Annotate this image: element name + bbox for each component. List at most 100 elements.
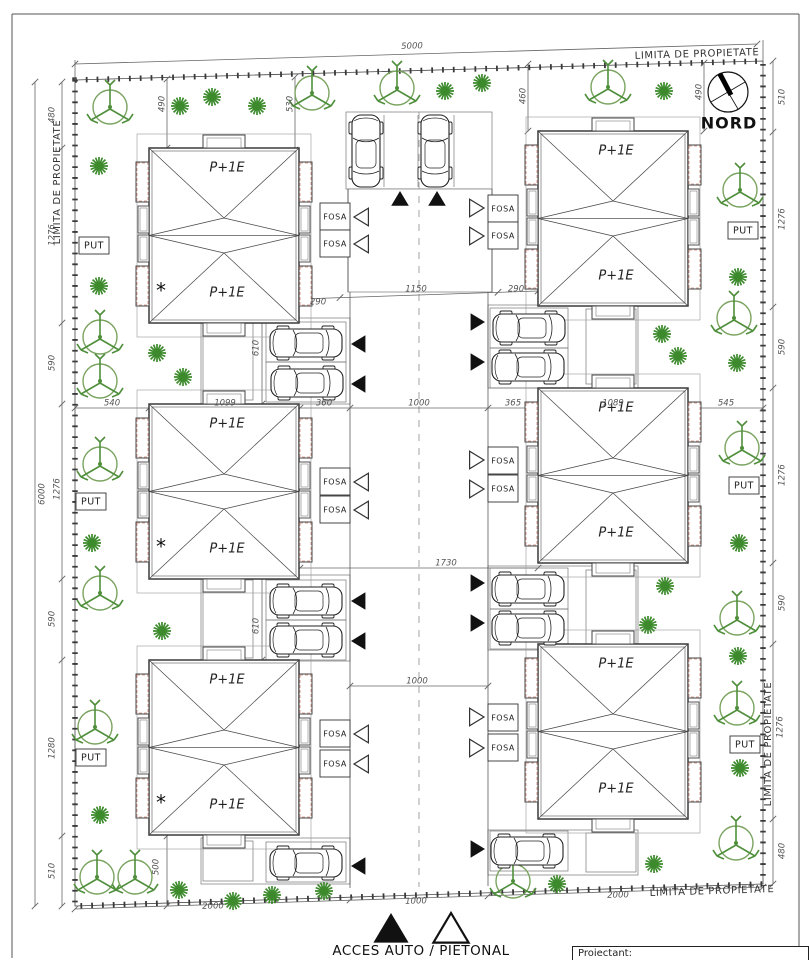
building-label: P+1E	[209, 673, 245, 688]
put-label: PUT	[733, 226, 753, 237]
put-box: PUT	[75, 748, 107, 767]
bay-window	[524, 144, 539, 186]
car-icon	[490, 833, 564, 869]
tree-icon	[288, 65, 336, 111]
bay-window	[687, 761, 702, 803]
bush-icon	[472, 73, 492, 93]
property-limit-label: LIMITA DE PROPIETATE	[650, 884, 775, 899]
dimension-label: 530	[286, 96, 296, 112]
dimension-label: 500	[152, 859, 162, 875]
fosa-label: FOSA	[491, 232, 515, 241]
bay-window	[137, 461, 150, 490]
flow-arrow-open	[352, 754, 369, 774]
north-label: NORD	[701, 114, 758, 133]
bush-icon	[170, 96, 190, 116]
car-icon	[269, 845, 343, 881]
bay-window	[137, 717, 150, 746]
dimension-label: 610	[252, 340, 262, 356]
building-label: P+1E	[209, 542, 245, 557]
fosa-box: FOSA	[319, 229, 369, 258]
bay-window	[135, 417, 150, 459]
car-icon	[269, 325, 343, 361]
flow-arrow-open	[352, 234, 369, 254]
direction-arrow-filled	[351, 592, 366, 610]
dimension-label: 590	[778, 595, 788, 611]
fosa-box: FOSA	[319, 749, 369, 778]
north-compass	[707, 71, 749, 113]
bay-window	[135, 521, 150, 563]
bay-window	[687, 401, 702, 443]
bush-icon	[655, 576, 675, 596]
asterisk-mark: *	[156, 535, 166, 559]
dimension-label: 1730	[435, 559, 457, 569]
building-pad-outline	[136, 389, 312, 594]
bush-icon	[152, 621, 172, 641]
tree-icon	[712, 815, 760, 861]
building-label: P+1E	[598, 526, 634, 541]
bay-window	[524, 401, 539, 443]
bush-icon	[90, 805, 110, 825]
fosa-label: FOSA	[491, 744, 515, 753]
bay-window	[524, 761, 539, 803]
put-label: PUT	[735, 740, 755, 751]
flow-arrow-open	[352, 500, 369, 520]
dimension-label: 360	[316, 399, 332, 409]
fosa-label: FOSA	[491, 485, 515, 494]
bay-window	[298, 673, 313, 715]
entry-porch	[591, 818, 635, 833]
bay-window	[137, 234, 150, 263]
tree-icon	[373, 60, 421, 106]
entry-porch	[591, 630, 635, 645]
fosa-box: FOSA	[469, 703, 519, 732]
flow-arrow-open	[469, 707, 486, 727]
fosa-box: FOSA	[469, 194, 519, 223]
bush-icon	[644, 854, 664, 874]
dimension-label: 610	[252, 618, 262, 634]
direction-arrow-filled	[470, 574, 485, 592]
fosa-box: FOSA	[319, 202, 369, 231]
bay-window	[687, 217, 700, 246]
bay-window	[526, 701, 539, 730]
flow-arrow-open	[469, 450, 486, 470]
dimension-label: 1150	[405, 285, 427, 295]
bay-window	[135, 265, 150, 307]
fosa-label: FOSA	[323, 213, 347, 222]
fosa-box: FOSA	[469, 221, 519, 250]
bush-icon	[82, 533, 102, 553]
tree-icon	[713, 680, 761, 726]
building-label: P+1E	[598, 401, 634, 416]
bay-window	[526, 474, 539, 503]
entry-porch	[202, 322, 246, 337]
fosa-label: FOSA	[323, 760, 347, 769]
dimension-label: 1089	[602, 399, 624, 409]
dimension-label: 590	[48, 611, 58, 627]
bush-icon	[730, 758, 750, 778]
fosa-box: FOSA	[469, 733, 519, 762]
dimension-label: 510	[48, 863, 58, 879]
flow-arrow-open	[469, 198, 486, 218]
bay-window	[687, 505, 702, 547]
bay-window	[524, 657, 539, 699]
put-box: PUT	[729, 735, 761, 754]
direction-arrow-filled	[470, 614, 485, 632]
put-box: PUT	[728, 476, 760, 495]
fosa-label: FOSA	[491, 205, 515, 214]
bay-window	[526, 217, 539, 246]
car-icon	[348, 114, 384, 188]
flow-arrow-open	[352, 724, 369, 744]
fosa-label: FOSA	[323, 506, 347, 515]
bush-icon	[262, 885, 282, 905]
building: P+1EP+1E*	[135, 645, 313, 850]
property-limit-label: LIMITA DE PROPIETATE	[52, 120, 63, 245]
bush-icon	[223, 891, 243, 911]
direction-arrow-filled	[470, 313, 485, 331]
bush-icon	[728, 267, 748, 287]
property-limit-label: LIMITA DE PROPIETATE	[635, 47, 760, 62]
parking-stall	[489, 830, 569, 872]
dimension-label: 1000	[408, 399, 430, 409]
building: P+1EP+1E	[524, 629, 702, 834]
bay-window	[687, 730, 700, 759]
bay-window	[298, 417, 313, 459]
dimension-label: 365	[505, 399, 521, 409]
